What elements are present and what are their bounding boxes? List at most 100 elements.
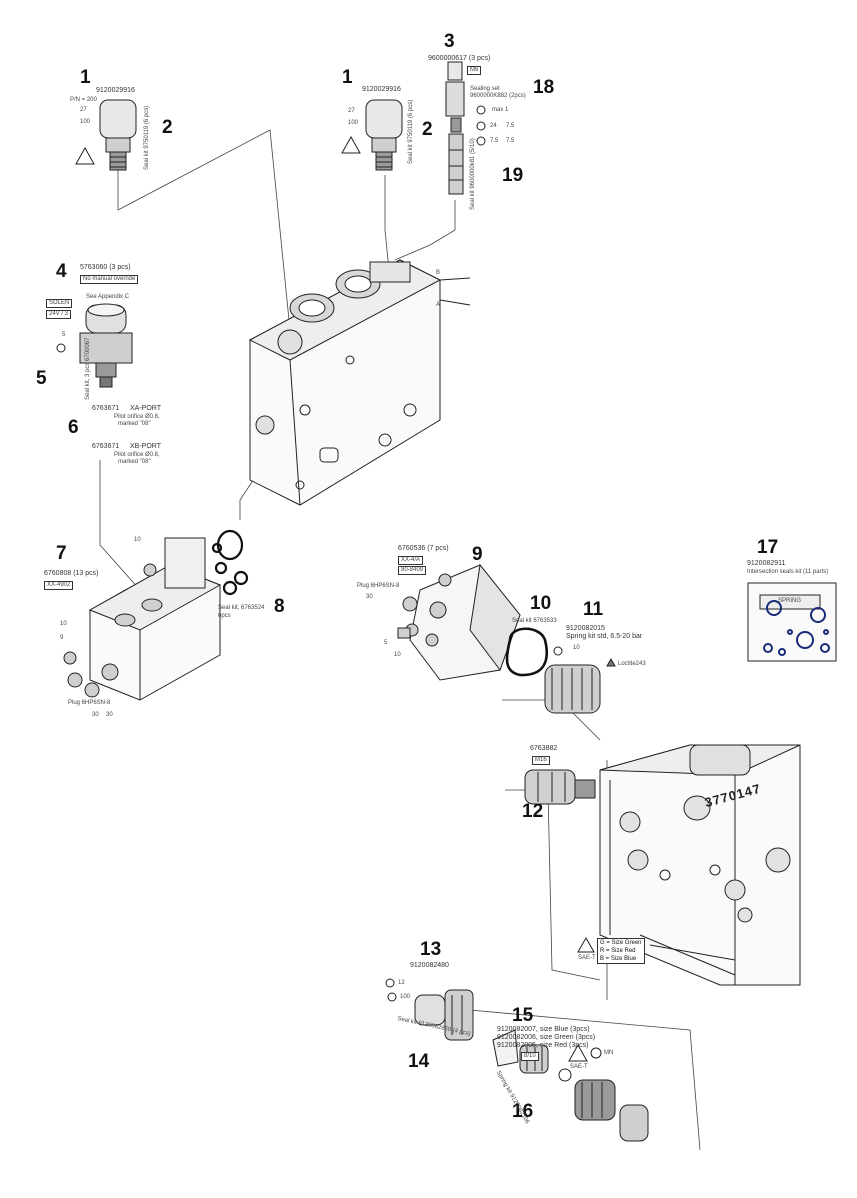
kit17-spring-label: SPRING (778, 598, 802, 604)
warning-triangle-block (577, 936, 595, 953)
relief-left-torque2: 100 (80, 119, 91, 125)
callout-9: 9 (472, 544, 483, 565)
end-cover-box1: XX-4/A (398, 556, 424, 565)
relief-left-pn: 9120029916 (96, 87, 135, 94)
plug-b-desc1: Pilot orifice Ø0.8, (114, 452, 160, 458)
compensator-item13 (385, 978, 474, 1041)
callout-13: 13 (420, 939, 442, 960)
callout-1-left: 1 (80, 67, 91, 88)
sealing-set-pn: 9600000K882 (2pcs) (470, 93, 526, 99)
warning-label-block: SAE-T (578, 955, 596, 961)
cover-box: XX-4902 (44, 581, 74, 590)
orings-item8 (211, 529, 249, 596)
warning-triangle-right (341, 135, 361, 154)
main-valve-block (248, 259, 471, 506)
sealing-set-label: Sealing set (470, 86, 500, 92)
right-valve-block (599, 744, 801, 986)
spring-kit-desc: Spring kit std, 6.5-20 bar (566, 633, 643, 640)
cover-block (63, 537, 222, 701)
callout-16: 16 (512, 1101, 534, 1122)
solenoid-pn: 5763060 (3 pcs) (80, 264, 131, 271)
warning-size-table: G = Size Green R = Size Red B = Size Blu… (597, 938, 645, 964)
solenoid-torque: 5 (62, 332, 66, 338)
kit15-line2: 9120082006, size Green (3pcs) (497, 1034, 596, 1041)
warning-row-red: R = Size Red (600, 948, 636, 954)
end-cover (397, 563, 521, 681)
callout-12: 12 (522, 801, 544, 822)
solenoid-oring (56, 343, 66, 353)
plug-b-port: XB-PORT (130, 443, 161, 450)
end-cover-torque2: 10 (394, 652, 401, 658)
port-b-label: B (436, 270, 441, 276)
callout-3: 3 (444, 31, 455, 52)
callout-6: 6 (68, 417, 79, 438)
relief-left-pressure: P/N = 200 (70, 97, 97, 103)
warning-row-blue: B = Size Blue (600, 956, 637, 962)
callout-7: 7 (56, 543, 67, 564)
kit15-box: 8/10 (521, 1052, 539, 1061)
warning-triangle-left (75, 146, 95, 165)
callout-18: 18 (533, 77, 555, 98)
compensator-torque1: 12 (398, 980, 405, 986)
callout-5: 5 (36, 368, 47, 389)
valve-item12 (524, 769, 596, 805)
kit-item15-16 (492, 1029, 649, 1142)
spool-torque1: 24 (490, 123, 497, 129)
kit15-sae-label: SAE-T (570, 1064, 588, 1070)
valve12-box: M16 (532, 756, 550, 765)
compensator-pn: 9120082480 (410, 962, 449, 969)
plug-a-port: XA-PORT (130, 405, 161, 412)
solenoid-valve (79, 303, 133, 388)
solenoid-seal: Seal kit, 3 pcs 6700067 (85, 337, 91, 400)
cover-torque1: 10 (134, 537, 141, 543)
spring-kit-torque: 10 (573, 645, 580, 651)
callout-10: 10 (530, 593, 552, 614)
cover-plug-torque-unit: 30 (106, 712, 113, 718)
spring-kit-item11 (544, 646, 616, 714)
end-cover-box2: 80-8409 (398, 566, 427, 575)
callout-15: 15 (512, 1005, 534, 1026)
callout-2-right: 2 (422, 119, 433, 140)
cover-plug-torque: 30 (92, 712, 99, 718)
valve12-pn: 6763882 (530, 745, 558, 752)
plug-b-pn: 6763671 (92, 443, 120, 450)
solenoid-override-box: No manual override (80, 275, 139, 284)
relief-valve-left (99, 99, 137, 171)
spool-seal: Seal kit 9600000k81 (5/10) (470, 138, 476, 210)
intersection-kit-item17 (747, 582, 837, 662)
cover-plug: Plug 6HP6SN-8 (68, 700, 111, 706)
spool-torque1-unit: 7.5 (506, 123, 515, 129)
relief-right-seal: Seal kit 9750119 (6 pcs) (408, 99, 414, 164)
callout-19: 19 (502, 165, 524, 186)
relief-right-torque1: 27 (348, 108, 355, 114)
spool-torque-max: max 1 (492, 107, 509, 113)
seal-kit-10: Seal kit 6763533 (512, 618, 557, 624)
relief-left-torque1: 27 (80, 107, 87, 113)
spool-torque2: 7.5 (490, 138, 499, 144)
callout-1-right: 1 (342, 67, 353, 88)
kit15-line1: 9120082007, size Blue (3pcs) (497, 1026, 590, 1033)
spring-kit-pn: 9120082015 (566, 625, 605, 632)
compensator-torque2: 100 (400, 994, 411, 1000)
solenoid-box-solen: SOLEN (46, 299, 73, 308)
port-a-label: A (436, 302, 441, 308)
solenoid-appendix: See Appendix C (86, 294, 130, 300)
kit17-desc: Intersection seals kit (11 parts) (747, 569, 829, 575)
spool-pn: 9600000617 (3 pcs) (428, 55, 491, 62)
cover-torque3: 9 (60, 635, 64, 641)
warning-row-green: G = Size Green (600, 940, 642, 946)
plug-a-desc1: Pilot orifice Ø0.8, (114, 414, 160, 420)
cover-pn: 6760808 (13 pcs) (44, 570, 99, 577)
spool-torque2-unit: 7.5 (506, 138, 515, 144)
plug-b-desc2: marked "08" (118, 459, 151, 465)
callout-2-left: 2 (162, 117, 173, 138)
callout-8: 8 (274, 596, 285, 617)
seal-item10 (505, 627, 549, 677)
relief-valve-right (365, 99, 403, 171)
spool-m-box: M6 (467, 66, 482, 75)
kit15-mn: MN (604, 1050, 614, 1056)
spool-assembly (445, 61, 486, 195)
warning-triangle-kit (568, 1043, 588, 1062)
plug-a-pn: 6763671 (92, 405, 120, 412)
